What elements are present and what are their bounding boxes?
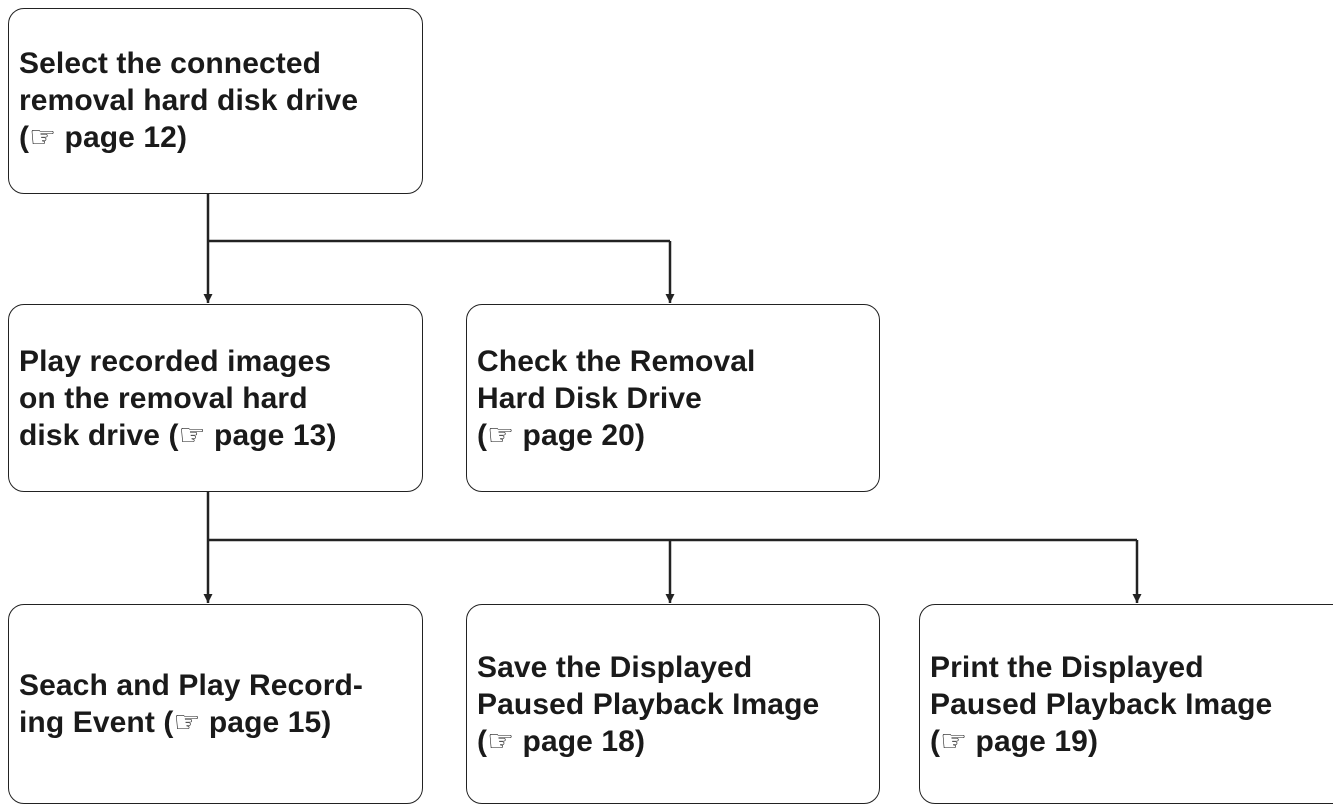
flow-node-search-play-event: Seach and Play Record- ing Event (☞ page… — [8, 604, 423, 804]
flow-node-check-drive: Check the Removal Hard Disk Drive (☞ pag… — [466, 304, 880, 492]
flow-node-print-image-text: Print the Displayed Paused Playback Imag… — [930, 651, 1273, 758]
flow-node-play-recorded-images: Play recorded images on the removal hard… — [8, 304, 423, 492]
flow-node-select-drive: Select the connected removal hard disk d… — [8, 8, 423, 194]
flow-node-save-image: Save the Displayed Paused Playback Image… — [466, 604, 880, 804]
flow-node-print-image: Print the Displayed Paused Playback Imag… — [919, 604, 1333, 804]
flow-node-select-drive-text: Select the connected removal hard disk d… — [19, 47, 359, 154]
flow-node-save-image-text: Save the Displayed Paused Playback Image… — [477, 651, 820, 758]
flow-node-search-play-event-text: Seach and Play Record- ing Event (☞ page… — [19, 669, 363, 739]
flow-node-check-drive-text: Check the Removal Hard Disk Drive (☞ pag… — [477, 344, 756, 452]
flow-node-play-recorded-images-text: Play recorded images on the removal hard… — [19, 344, 337, 452]
